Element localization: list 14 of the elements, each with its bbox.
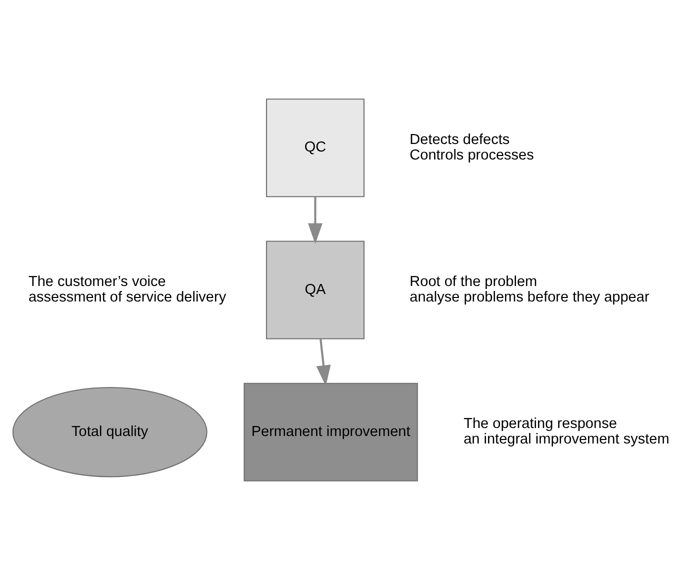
arrow: [308, 196, 323, 244]
node-label: The operating response: [464, 416, 617, 432]
node-label: an integral improvement system: [464, 431, 670, 448]
arrow: [316, 338, 331, 386]
node-label: Controls processes: [410, 147, 534, 164]
node-ellipse: Total quality: [12, 386, 208, 477]
node-label: The customer’s voice: [28, 274, 166, 290]
node-box: QC: [266, 98, 365, 197]
node-label: analyse problems before they appear: [410, 289, 650, 306]
node-label: assessment of service delivery: [28, 289, 226, 306]
node-label: Root of the problem: [410, 274, 538, 290]
node-box: Permanent improvement: [244, 382, 418, 481]
node-box: QA: [266, 240, 365, 339]
node-label: Detects defects: [410, 131, 510, 148]
